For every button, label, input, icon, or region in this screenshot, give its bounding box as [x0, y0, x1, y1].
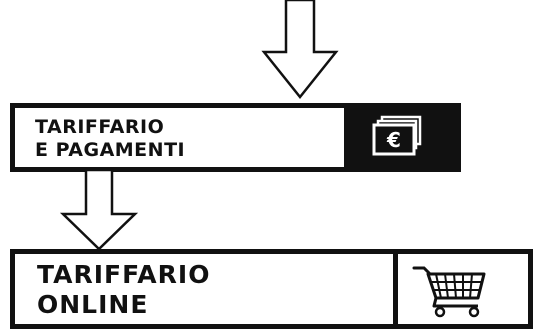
tariffario-pagamenti-box[interactable]: TARIFFARIO E PAGAMENTI €: [10, 103, 461, 172]
tariffario-online-line1: TARIFFARIO: [37, 260, 211, 289]
tariffario-pagamenti-line1: TARIFFARIO: [35, 116, 165, 138]
tariffario-online-label: TARIFFARIO ONLINE: [37, 260, 210, 320]
tariffario-online-box[interactable]: TARIFFARIO ONLINE: [10, 249, 533, 329]
tariffario-pagamenti-line2: E PAGAMENTI: [35, 139, 186, 161]
euro-glyph: €: [386, 128, 401, 152]
cart-icon-panel: [393, 254, 528, 324]
arrow-down-top: [261, 0, 339, 100]
money-euro-icon: €: [372, 115, 422, 156]
tariffario-pagamenti-label: TARIFFARIO E PAGAMENTI: [35, 116, 185, 162]
money-icon-panel: €: [344, 108, 456, 167]
tariffario-online-line2: ONLINE: [37, 290, 149, 319]
shopping-cart-icon: [412, 266, 486, 318]
arrow-down-middle: [59, 168, 139, 251]
